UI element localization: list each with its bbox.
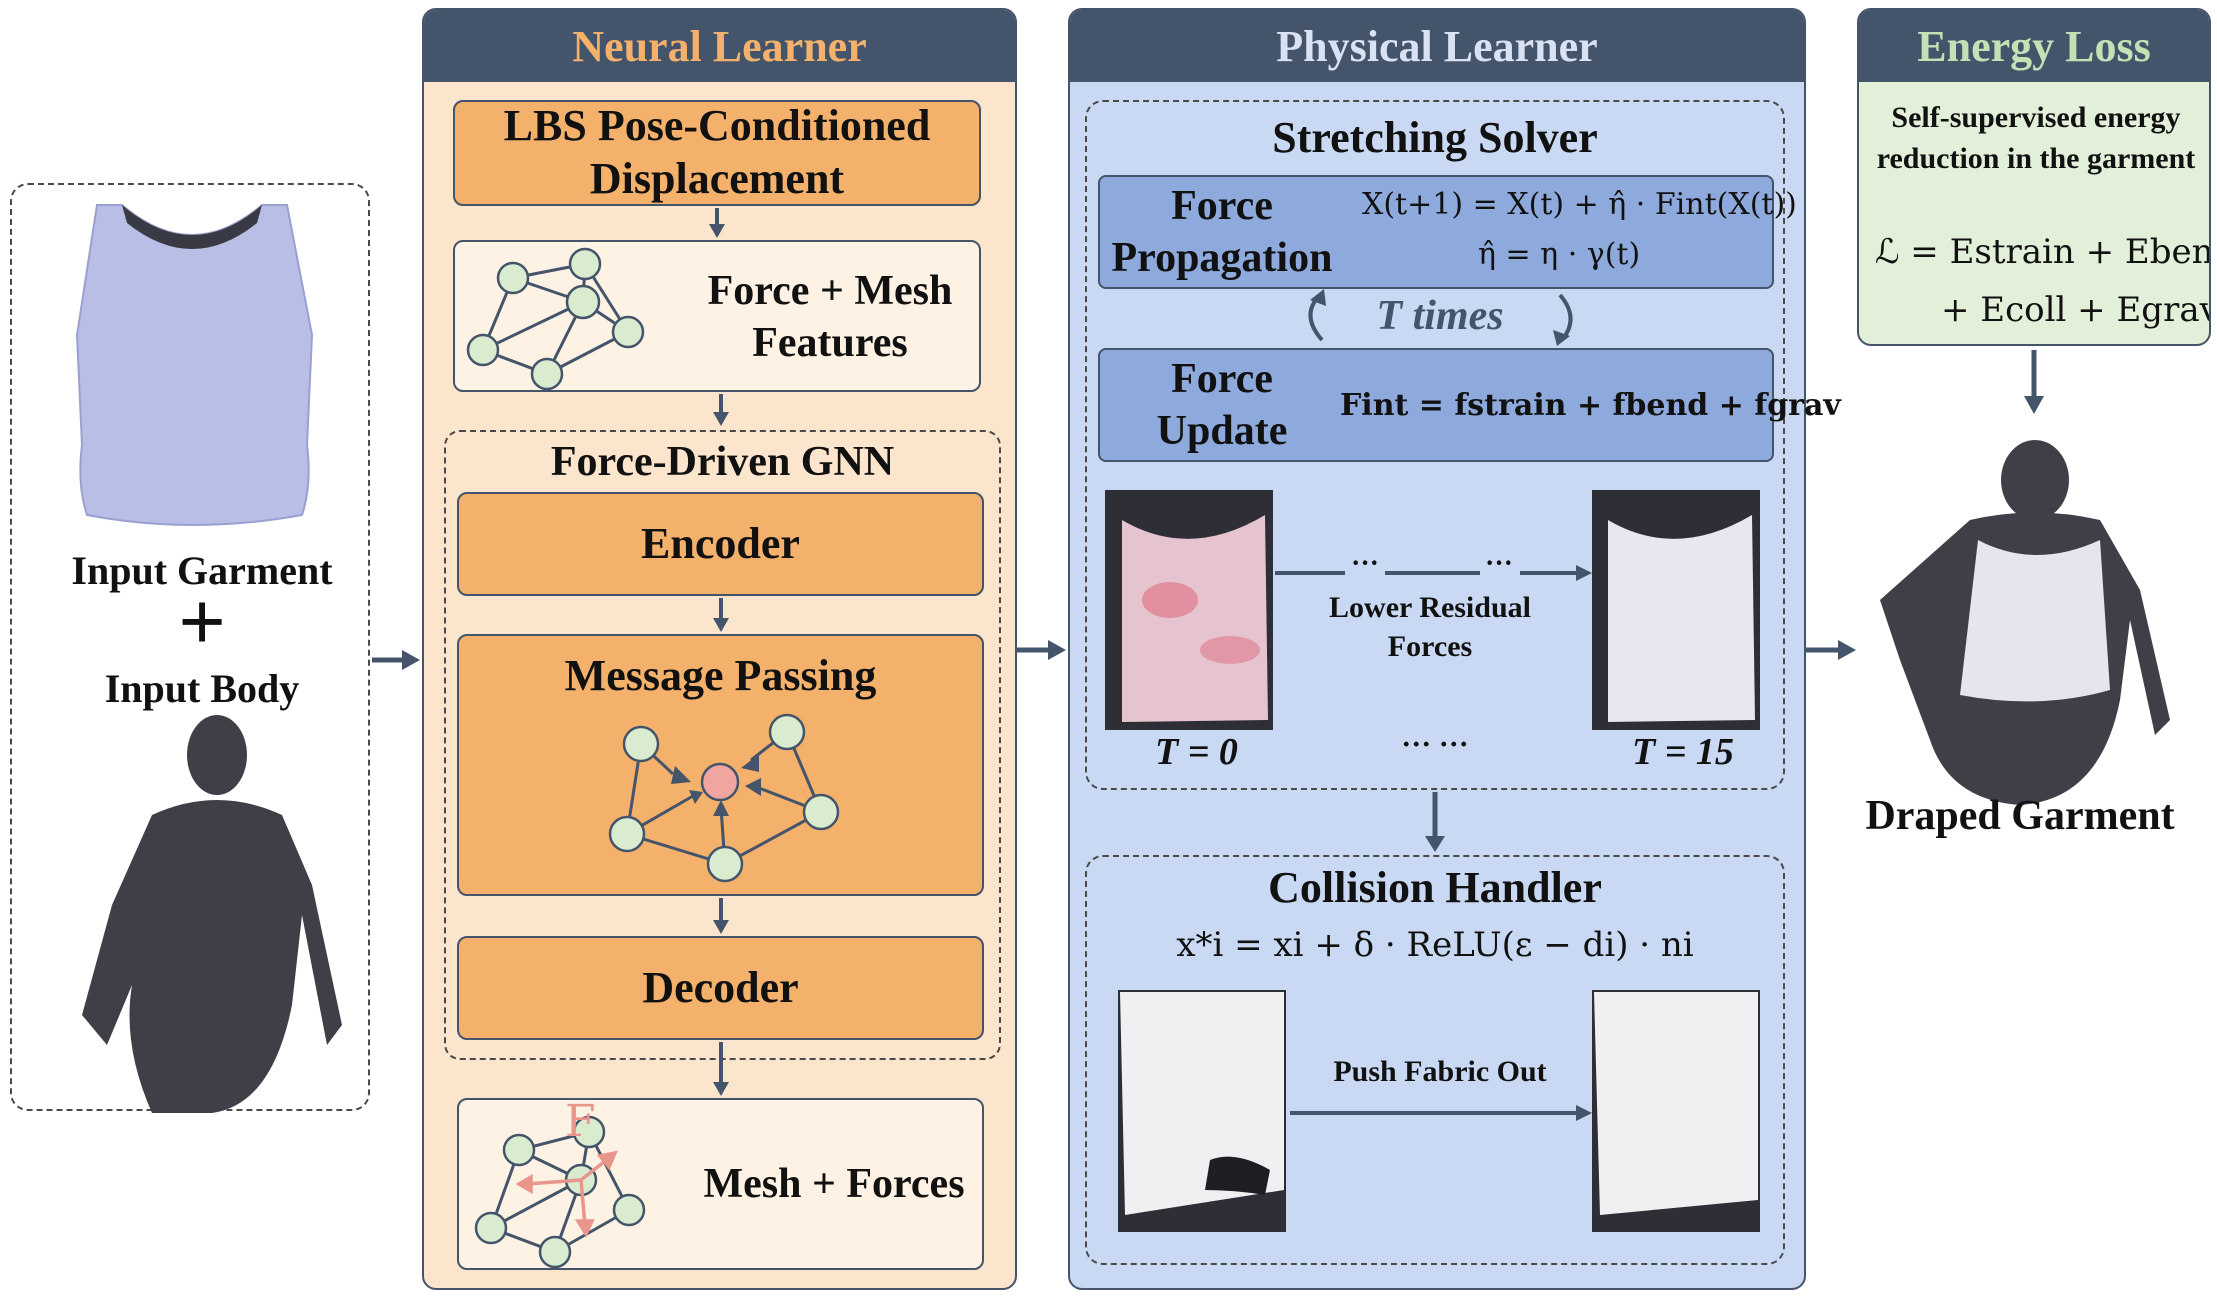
- lbs-label: LBS Pose-Conditioned Displacement: [503, 101, 931, 203]
- energy-equation-line-2: + Ecoll + Egrav: [1941, 290, 2211, 330]
- force-mesh-features-box: Force + Mesh Features: [453, 240, 981, 392]
- lower-residual-label: Lower Residual Forces: [1329, 591, 1531, 663]
- mesh-forces-label: Mesh + Forces: [703, 1161, 965, 1207]
- t0-label: T = 0: [1155, 731, 1238, 773]
- mesh-forces-graph-icon: [474, 1115, 646, 1269]
- force-propagation-label: Force Propagation: [1111, 182, 1333, 282]
- input-garment-label: Input Garment: [71, 548, 333, 593]
- input-body-label: Input Body: [104, 666, 300, 711]
- mesh-forces-box: F Mesh + Forces: [457, 1096, 984, 1270]
- propagation-equation-1: X(t+1) = X(t) + η̂ · Fint(X(t)): [1362, 187, 1797, 222]
- neural-learner-title: Neural Learner: [424, 10, 1015, 82]
- garment-illustration: [75, 204, 314, 526]
- stretching-solver-group: [1085, 100, 1785, 790]
- plus-sign: +: [178, 576, 226, 669]
- encoder-box: Encoder: [457, 492, 984, 596]
- decoder-label: Decoder: [642, 962, 799, 1012]
- lbs-box: LBS Pose-Conditioned Displacement: [453, 100, 981, 206]
- time-ellipsis: ··· ···: [1401, 728, 1469, 761]
- t15-label: T = 15: [1632, 731, 1734, 773]
- decoder-box: Decoder: [457, 936, 984, 1040]
- encoder-label: Encoder: [641, 518, 800, 568]
- force-symbol: F: [565, 1096, 596, 1147]
- collision-handler-title: Collision Handler: [1268, 863, 1602, 912]
- force-update-label: Force Update: [1156, 355, 1288, 455]
- arrow-dots-right: ···: [1485, 548, 1514, 579]
- gnn-title: Force-Driven GNN: [550, 439, 895, 485]
- force-update-box: Force Update Fint = fstrain + fbend + fg…: [1098, 348, 1841, 462]
- message-passing-label: Message Passing: [564, 651, 877, 700]
- message-passing-graph-icon: [608, 713, 840, 883]
- force-mesh-features-label: Force + Mesh Features: [707, 267, 953, 367]
- input-group: Input Garment + Input Body: [10, 183, 370, 1113]
- physical-learner-title: Physical Learner: [1070, 10, 1804, 82]
- propagation-equation-2: η̂ = η · γ(t): [1478, 237, 1641, 272]
- t-times-label: T times: [1376, 293, 1504, 339]
- collision-equation: x*i = xi + δ · ReLU(ε − di) · ni: [1176, 925, 1694, 965]
- collision-handler-group: [1085, 855, 1785, 1265]
- energy-description: Self-supervised energy reduction in the …: [1876, 101, 2196, 175]
- arrow-dots-left: ···: [1351, 548, 1380, 579]
- energy-loss-panel: Energy Loss Self-supervised energy reduc…: [1857, 8, 2211, 346]
- push-fabric-label: Push Fabric Out: [1333, 1055, 1547, 1088]
- energy-loss-title: Energy Loss: [1859, 10, 2209, 82]
- body-illustration: [82, 715, 342, 1113]
- stretching-solver-title: Stretching Solver: [1272, 113, 1598, 162]
- update-equation: Fint = fstrain + fbend + fgrav: [1340, 388, 1841, 423]
- energy-equation-line-1: ℒ = Estrain + Ebend: [1875, 232, 2211, 272]
- force-propagation-box: Force Propagation X(t+1) = X(t) + η̂ · F…: [1098, 175, 1797, 289]
- mesh-graph-icon: [466, 247, 645, 391]
- message-passing-box: Message Passing: [457, 634, 984, 896]
- center-node: [700, 762, 740, 802]
- draped-garment-label: Draped Garment: [1865, 793, 2175, 839]
